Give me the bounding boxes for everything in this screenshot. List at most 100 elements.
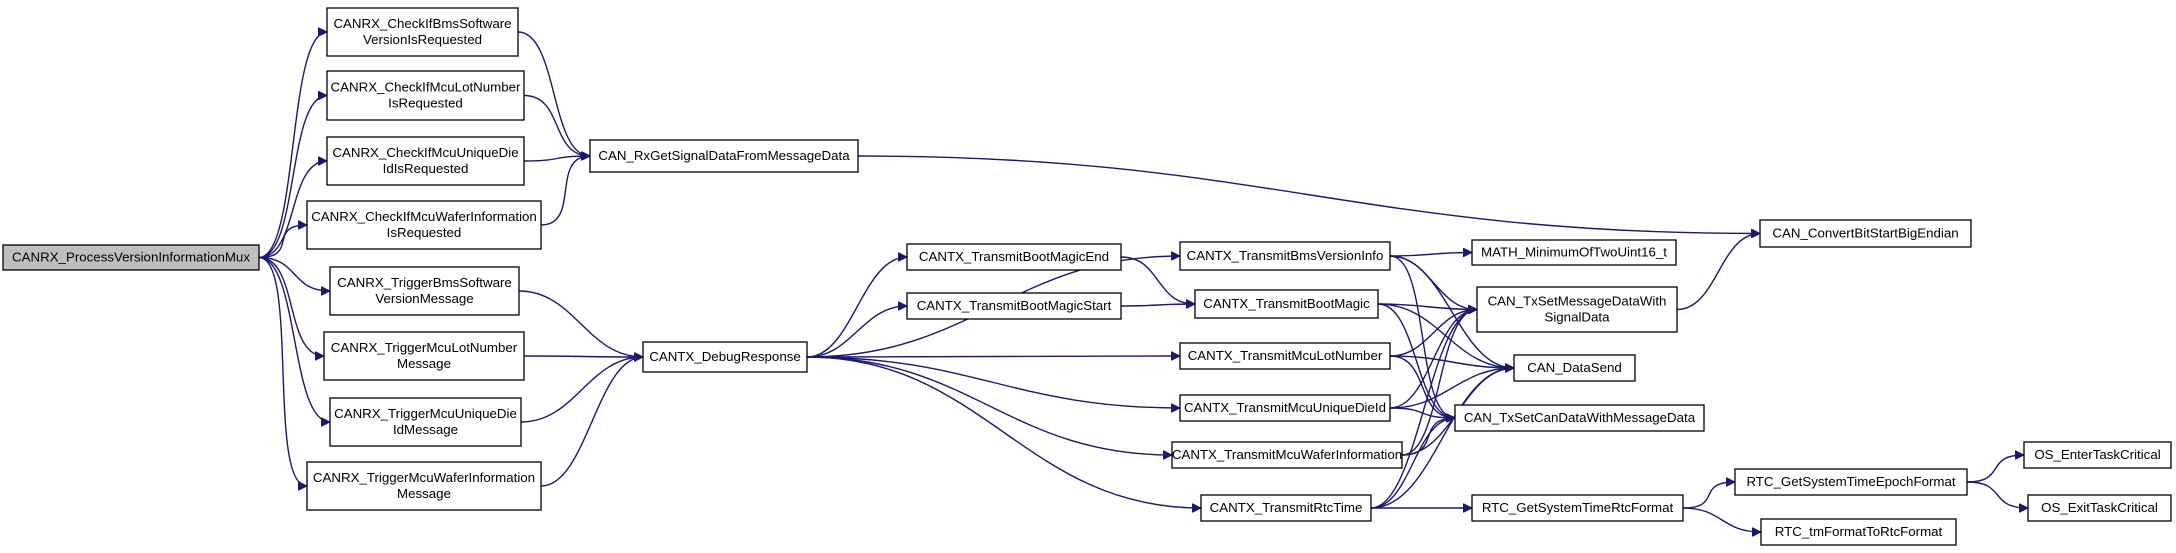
edge-root-to-chkDie xyxy=(258,161,327,259)
node-box xyxy=(906,243,1122,271)
edge-debug-to-magicEnd xyxy=(806,257,907,358)
edge-bmsVer-to-dataSend xyxy=(1389,255,1514,368)
node-os-exit-task-critical[interactable]: OS_ExitTaskCritical xyxy=(2027,494,2172,522)
node-os-enter-task-critical[interactable]: OS_EnterTaskCritical xyxy=(2023,441,2172,469)
edge-rtcFmt-to-epoch xyxy=(1682,482,1735,509)
edge-chkLot-to-rxGet xyxy=(523,94,590,157)
node-rtc-get-system-time-epoch-format[interactable]: RTC_GetSystemTimeEpochFormat xyxy=(1734,468,1968,496)
node-box xyxy=(1200,494,1372,522)
edge-dieId-to-txSetMsg xyxy=(1389,310,1477,409)
node-math-minimum-of-two-uint16-t[interactable]: MATH_MinimumOfTwoUint16_t xyxy=(1471,239,1677,266)
node-box xyxy=(1760,518,1957,546)
node-box xyxy=(323,331,525,381)
node-canrx-process-version-information-mux[interactable]: CANRX_ProcessVersionInformationMux xyxy=(2,244,260,271)
node-cantx-transmit-bms-version-info[interactable]: CANTX_TransmitBmsVersionInfo xyxy=(1179,241,1391,271)
node-label: IdIsRequested xyxy=(383,161,469,176)
node-cantx-transmit-boot-magic[interactable]: CANTX_TransmitBootMagic xyxy=(1194,289,1379,319)
node-box xyxy=(1179,394,1391,422)
node-canrx-check-if-bms-software-version-is-requested[interactable]: CANRX_CheckIfBmsSoftwareVersionIsRequest… xyxy=(326,7,519,57)
edge-trgBms-to-debug xyxy=(518,290,643,357)
node-cantx-transmit-boot-magic-end[interactable]: CANTX_TransmitBootMagicEnd xyxy=(906,243,1122,271)
edge-debug-to-rtc xyxy=(806,356,1201,508)
node-label: RTC_GetSystemTimeRtcFormat xyxy=(1482,500,1674,515)
node-label: VersionMessage xyxy=(375,291,473,306)
node-can-tx-set-can-data-with-message-data[interactable]: CAN_TxSetCanDataWithMessageData xyxy=(1454,404,1705,432)
node-box xyxy=(1471,494,1684,522)
node-label: CAN_RxGetSignalDataFromMessageData xyxy=(598,148,850,163)
edge-rtc-to-dataSend xyxy=(1370,368,1514,509)
edge-debug-to-dieId xyxy=(806,356,1180,408)
node-label: Message xyxy=(397,486,451,501)
node-label: RTC_tmFormatToRtcFormat xyxy=(1775,524,1943,539)
node-cantx-debug-response[interactable]: CANTX_DebugResponse xyxy=(642,341,808,373)
edge-debug-to-lotNum xyxy=(806,356,1180,357)
edge-rxGet-to-convBit xyxy=(857,155,1760,234)
node-box xyxy=(2023,441,2172,469)
node-label: CANTX_TransmitBootMagicStart xyxy=(917,298,1112,313)
node-label: SignalData xyxy=(1544,310,1610,325)
node-rtc-get-system-time-rtc-format[interactable]: RTC_GetSystemTimeRtcFormat xyxy=(1471,494,1684,522)
node-box xyxy=(1513,354,1636,382)
node-box xyxy=(1454,404,1705,432)
edge-lotNum-to-txSetMsg xyxy=(1389,310,1477,357)
node-label: CANRX_CheckIfMcuWaferInformation xyxy=(311,209,537,224)
node-can-rx-get-signal-data-from-message-data[interactable]: CAN_RxGetSignalDataFromMessageData xyxy=(589,139,859,173)
node-box xyxy=(326,7,519,57)
node-box xyxy=(2027,494,2172,522)
node-label: VersionIsRequested xyxy=(363,32,482,47)
node-label: IsRequested xyxy=(387,225,462,240)
node-cantx-transmit-mcu-unique-die-id[interactable]: CANTX_TransmitMcuUniqueDieId xyxy=(1179,394,1391,422)
node-can-convert-bit-start-big-endian[interactable]: CAN_ConvertBitStartBigEndian xyxy=(1759,219,1972,248)
edge-bootMagic-to-txSetMsg xyxy=(1377,303,1477,310)
node-box xyxy=(1734,468,1968,496)
node-cantx-transmit-boot-magic-start[interactable]: CANTX_TransmitBootMagicStart xyxy=(906,292,1122,320)
node-label: CAN_TxSetCanDataWithMessageData xyxy=(1464,410,1696,425)
node-label: IdMessage xyxy=(393,422,458,437)
node-cantx-transmit-rtc-time[interactable]: CANTX_TransmitRtcTime xyxy=(1200,494,1372,522)
edge-root-to-trgLot xyxy=(258,256,324,357)
edge-magicStart-to-bootMagic xyxy=(1120,304,1195,306)
node-label: CANRX_TriggerMcuWaferInformation xyxy=(313,470,535,485)
node-rtc-tm-format-to-rtc-format[interactable]: RTC_tmFormatToRtcFormat xyxy=(1760,518,1957,546)
node-label: CANTX_TransmitBmsVersionInfo xyxy=(1187,248,1384,263)
node-label: MATH_MinimumOfTwoUint16_t xyxy=(1481,245,1667,260)
node-box xyxy=(906,292,1122,320)
edge-debug-to-magicStart xyxy=(806,306,907,358)
edge-bootMagic-to-dataSend xyxy=(1377,303,1514,368)
node-canrx-check-if-mcu-wafer-information-is-requested[interactable]: CANRX_CheckIfMcuWaferInformationIsReques… xyxy=(306,200,542,250)
node-box xyxy=(329,266,520,316)
node-cantx-transmit-mcu-lot-number[interactable]: CANTX_TransmitMcuLotNumber xyxy=(1179,342,1391,370)
node-cantx-transmit-mcu-wafer-information[interactable]: CANTX_TransmitMcuWaferInformation xyxy=(1171,441,1403,469)
edge-rtc-to-txSetCan xyxy=(1370,418,1455,509)
edge-magicEnd-to-bootMagic xyxy=(1120,256,1195,304)
node-label: CANTX_TransmitMcuWaferInformation xyxy=(1172,447,1402,462)
edge-root-to-trgBms xyxy=(258,256,330,292)
node-box xyxy=(1179,241,1391,271)
edge-lotNum-to-txSetCan xyxy=(1389,355,1455,418)
node-label: CANRX_CheckIfMcuLotNumber xyxy=(331,80,521,95)
node-label: CANTX_TransmitMcuLotNumber xyxy=(1188,348,1383,363)
edge-chkBms-to-rxGet xyxy=(517,31,591,156)
node-label: OS_ExitTaskCritical xyxy=(2041,500,2158,515)
edge-epoch-to-enterCrit xyxy=(1966,455,2024,483)
edge-rtc-to-txSetMsg xyxy=(1370,310,1477,509)
edge-wafer-to-txSetCan xyxy=(1401,418,1455,456)
node-can-data-send[interactable]: CAN_DataSend xyxy=(1513,354,1636,382)
edge-rtcFmt-to-tmFmt xyxy=(1682,507,1761,532)
edge-root-to-trgDie xyxy=(258,256,331,423)
node-label: CANTX_TransmitRtcTime xyxy=(1210,500,1363,515)
node-box xyxy=(1759,219,1972,248)
edge-trgLot-to-debug xyxy=(523,356,643,357)
node-label: CANTX_TransmitBootMagic xyxy=(1203,296,1370,311)
edge-lotNum-to-dataSend xyxy=(1389,355,1514,368)
edge-trgWafer-to-debug xyxy=(540,357,643,487)
edge-root-to-chkLot xyxy=(258,96,328,259)
node-label: CANRX_TriggerBmsSoftware xyxy=(337,275,512,290)
